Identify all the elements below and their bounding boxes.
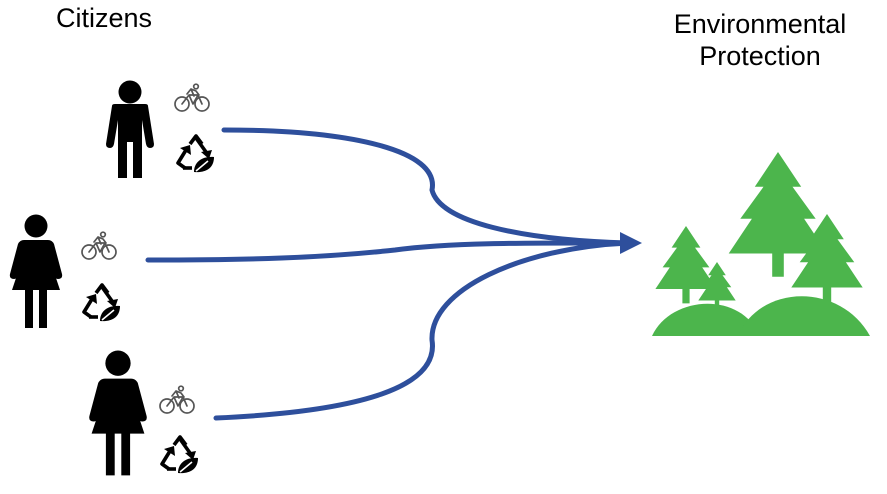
forest-icon (652, 152, 870, 336)
arrow-head-icon (620, 232, 642, 254)
environmental-protection-title: Environmental Protection (648, 8, 872, 73)
bicycle-icon (81, 231, 117, 260)
bicycle-icon (174, 83, 210, 112)
title-line-1: Environmental (673, 9, 847, 39)
middle-arrow-path (145, 240, 631, 263)
man-icon (106, 80, 154, 178)
tree-icon (698, 262, 736, 310)
title-line-2: Protection (699, 41, 821, 72)
recycle-leaf-icon (82, 283, 122, 323)
recycle-leaf-icon (176, 134, 216, 174)
citizens-title: Citizens (56, 3, 153, 33)
woman-icon (89, 350, 147, 476)
recycle-leaf-icon (160, 435, 200, 475)
bottom-arrow-path (213, 240, 631, 421)
woman-icon (9, 214, 63, 328)
bicycle-icon (159, 385, 195, 414)
top-arrow-path (221, 127, 631, 246)
